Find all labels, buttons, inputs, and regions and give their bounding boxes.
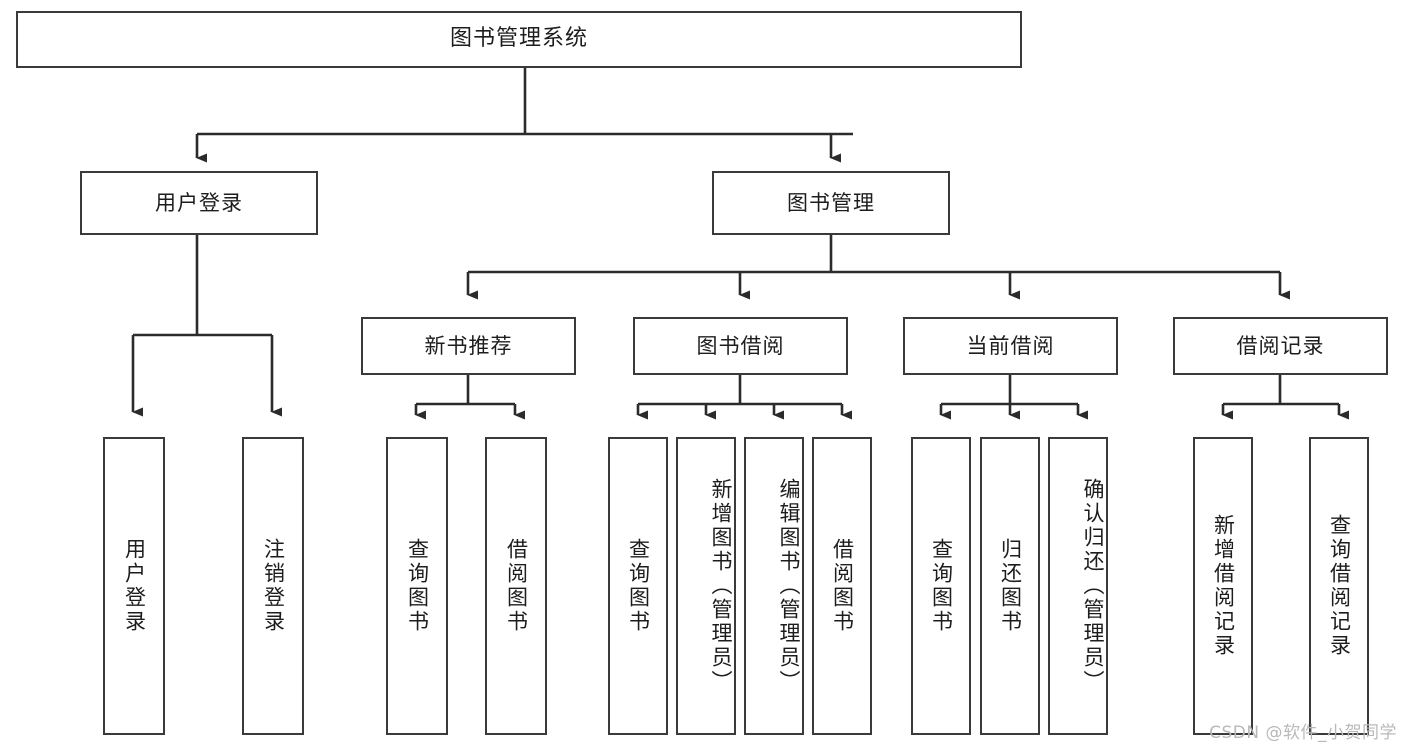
leaf-edit-book-admin[interactable]: 编辑图书（管理员） <box>744 437 804 735</box>
node-label: 确认归还（管理员） <box>1081 478 1105 694</box>
node-root-book-management-system[interactable]: 图书管理系统 <box>16 11 1022 68</box>
leaf-confirm-return-admin[interactable]: 确认归还（管理员） <box>1048 437 1108 735</box>
node-label: 查询图书 <box>929 538 954 634</box>
node-label: 查询图书 <box>626 538 651 634</box>
node-label: 借阅记录 <box>1236 333 1325 358</box>
node-book-management[interactable]: 图书管理 <box>712 171 950 235</box>
node-label: 当前借阅 <box>966 333 1055 358</box>
leaf-logout[interactable]: 注销登录 <box>242 437 304 735</box>
leaf-borrow-books[interactable]: 借阅图书 <box>812 437 872 735</box>
leaf-add-book-admin[interactable]: 新增图书（管理员） <box>676 437 736 735</box>
leaf-return-books[interactable]: 归还图书 <box>980 437 1040 735</box>
node-label: 编辑图书（管理员） <box>777 478 801 694</box>
node-label: 图书管理系统 <box>449 26 588 52</box>
node-label: 图书管理 <box>787 190 875 215</box>
node-borrowing-records[interactable]: 借阅记录 <box>1173 317 1388 375</box>
node-label: 借阅图书 <box>830 538 855 634</box>
node-user-login[interactable]: 用户登录 <box>80 171 318 235</box>
watermark-csdn: CSDN @软件_小贺同学 <box>1209 723 1397 743</box>
node-label: 查询图书 <box>405 538 430 634</box>
node-book-borrowing[interactable]: 图书借阅 <box>633 317 848 375</box>
node-label: 新增借阅记录 <box>1211 514 1236 658</box>
leaf-query-books-recommend[interactable]: 查询图书 <box>386 437 448 735</box>
node-label: 借阅图书 <box>504 538 529 634</box>
node-label: 归还图书 <box>998 538 1023 634</box>
node-label: 新书推荐 <box>424 333 513 358</box>
leaf-user-login[interactable]: 用户登录 <box>103 437 165 735</box>
node-label: 用户登录 <box>122 538 147 634</box>
leaf-query-borrow-record[interactable]: 查询借阅记录 <box>1309 437 1369 735</box>
leaf-add-borrow-record[interactable]: 新增借阅记录 <box>1193 437 1253 735</box>
node-label: 图书借阅 <box>696 333 785 358</box>
node-label: 新增图书（管理员） <box>709 478 733 694</box>
node-new-book-recommendation[interactable]: 新书推荐 <box>361 317 576 375</box>
node-label: 注销登录 <box>261 538 286 634</box>
node-current-borrowing[interactable]: 当前借阅 <box>903 317 1118 375</box>
leaf-query-books-current[interactable]: 查询图书 <box>911 437 971 735</box>
leaf-query-books-borrow[interactable]: 查询图书 <box>608 437 668 735</box>
node-label: 用户登录 <box>155 190 243 215</box>
node-label: 查询借阅记录 <box>1327 514 1352 658</box>
leaf-borrow-books-recommend[interactable]: 借阅图书 <box>485 437 547 735</box>
